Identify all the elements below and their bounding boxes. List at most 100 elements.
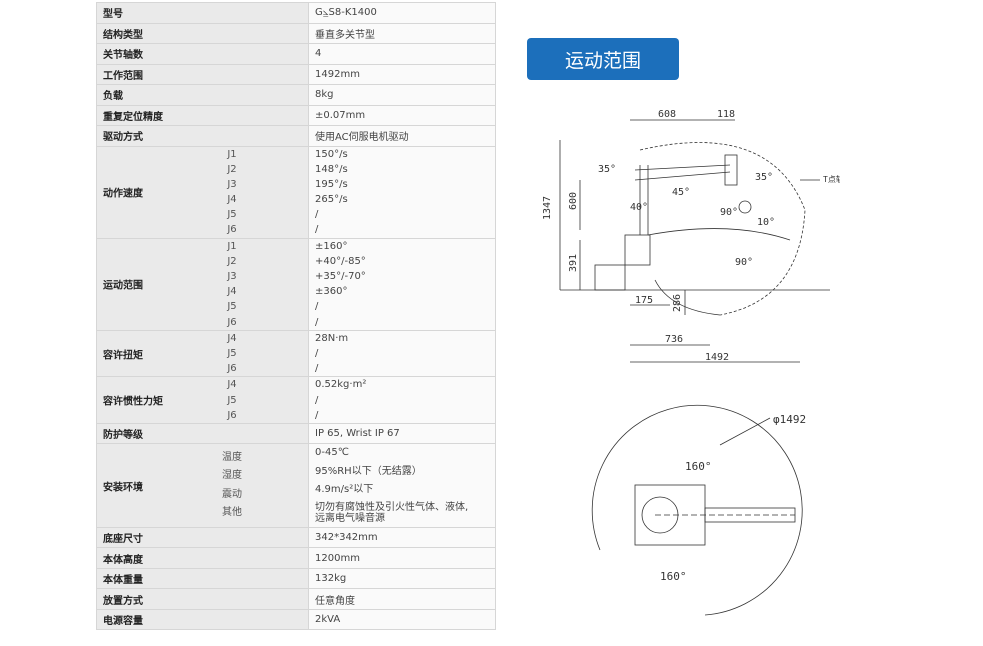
group-sublabel: J3 bbox=[227, 271, 237, 282]
svg-text:600: 600 bbox=[568, 192, 579, 210]
spec-group-values: ±160°+40°/-85°+35°/-70°±360°// bbox=[308, 237, 496, 331]
spec-label: 工作范围 bbox=[96, 63, 309, 85]
spec-value: IP 65, Wrist IP 67 bbox=[308, 422, 496, 445]
group-sublabel: J6 bbox=[227, 409, 237, 421]
svg-text:160°: 160° bbox=[685, 460, 712, 473]
svg-text:391: 391 bbox=[568, 254, 579, 272]
group-title: 容许扭矩 bbox=[103, 350, 143, 362]
svg-text:40°: 40° bbox=[630, 202, 648, 213]
spec-value: 垂直多关节型 bbox=[308, 22, 496, 44]
group-sublabel: J3 bbox=[227, 178, 237, 190]
spec-label: 本体重量 bbox=[96, 567, 309, 590]
svg-text:90°: 90° bbox=[735, 257, 753, 268]
group-value: / bbox=[315, 301, 319, 313]
group-value: 28N·m bbox=[315, 332, 349, 344]
top-view-diagram: φ1492 160° 160° bbox=[591, 404, 806, 616]
group-value: / bbox=[315, 316, 319, 328]
group-value: +35°/-70° bbox=[315, 271, 366, 282]
group-value: 切勿有腐蚀性及引火性气体、液体, 远离电气噪音源 bbox=[315, 501, 469, 524]
spec-label: 负载 bbox=[96, 84, 309, 106]
group-value: / bbox=[315, 224, 319, 236]
side-view-diagram: 608 118 1347 600 391 175 286 736 1492 35… bbox=[542, 109, 840, 363]
spec-value: 4 bbox=[308, 43, 496, 65]
svg-text:175: 175 bbox=[635, 295, 653, 306]
group-value: / bbox=[315, 409, 319, 421]
group-value: 95%RH以下（无结露） bbox=[315, 465, 422, 477]
spec-group-values: 0.52kg·m²// bbox=[308, 376, 496, 424]
spec-group-label: 安装环境温度湿度震动其他 bbox=[96, 443, 309, 528]
group-sublabel: J5 bbox=[227, 347, 237, 359]
svg-text:35°: 35° bbox=[598, 164, 616, 175]
group-title: 容许惯性力矩 bbox=[103, 396, 163, 408]
spec-value: G⦥S8-K1400 bbox=[308, 2, 496, 24]
svg-text:10°: 10° bbox=[757, 217, 775, 228]
group-sublabel: J4 bbox=[227, 332, 237, 344]
motion-range-button[interactable]: 运动范围 bbox=[527, 38, 679, 80]
svg-text:1347: 1347 bbox=[542, 196, 553, 220]
group-title: 动作速度 bbox=[103, 188, 143, 200]
svg-text:φ1492: φ1492 bbox=[773, 413, 806, 426]
group-value: 148°/s bbox=[315, 163, 348, 175]
spec-label: 驱动方式 bbox=[96, 125, 309, 147]
spec-label: 底座尺寸 bbox=[96, 526, 309, 549]
spec-label: 放置方式 bbox=[96, 588, 309, 610]
group-sublabel: J2 bbox=[227, 255, 237, 267]
spec-group-values: 28N·m// bbox=[308, 329, 496, 378]
group-sublabel: 湿度 bbox=[222, 470, 242, 482]
group-sublabel: J4 bbox=[227, 379, 237, 391]
svg-text:35°: 35° bbox=[755, 172, 773, 183]
svg-text:T点轨迹图: T点轨迹图 bbox=[823, 174, 840, 184]
group-sublabel: 温度 bbox=[222, 451, 242, 463]
spec-value: 任意角度 bbox=[308, 588, 496, 610]
group-sublabel: J4 bbox=[227, 194, 237, 206]
spec-label: 本体高度 bbox=[96, 547, 309, 569]
svg-text:45°: 45° bbox=[672, 187, 690, 198]
group-sublabel: J4 bbox=[227, 286, 237, 298]
spec-value: 1200mm bbox=[308, 547, 496, 569]
spec-value: 2kVA bbox=[308, 608, 496, 631]
spec-row: 重复定位精度±0.07mm bbox=[96, 104, 496, 126]
group-sublabel: J1 bbox=[227, 240, 237, 252]
spec-value: 342*342mm bbox=[308, 526, 496, 549]
svg-text:160°: 160° bbox=[660, 570, 687, 583]
group-sublabel: J6 bbox=[227, 224, 237, 236]
svg-text:608: 608 bbox=[658, 109, 676, 120]
group-sublabel: J5 bbox=[227, 394, 237, 406]
svg-text:1492: 1492 bbox=[705, 352, 729, 363]
group-value: 4.9m/s²以下 bbox=[315, 484, 374, 496]
group-value: / bbox=[315, 363, 319, 375]
group-title: 运动范围 bbox=[103, 280, 143, 292]
spec-label: 关节轴数 bbox=[96, 43, 309, 65]
spec-value: 132kg bbox=[308, 567, 496, 590]
group-value: 195°/s bbox=[315, 178, 348, 190]
spec-row: 结构类型垂直多关节型 bbox=[96, 22, 496, 44]
group-value: 265°/s bbox=[315, 194, 348, 206]
group-value: ±360° bbox=[315, 286, 348, 298]
group-sublabel: J5 bbox=[227, 209, 237, 221]
svg-text:90°: 90° bbox=[720, 207, 738, 218]
spec-label: 结构类型 bbox=[96, 22, 309, 44]
group-value: / bbox=[315, 394, 319, 406]
svg-text:736: 736 bbox=[665, 334, 683, 345]
spec-value: 1492mm bbox=[308, 63, 496, 85]
spec-label: 电源容量 bbox=[96, 608, 309, 631]
